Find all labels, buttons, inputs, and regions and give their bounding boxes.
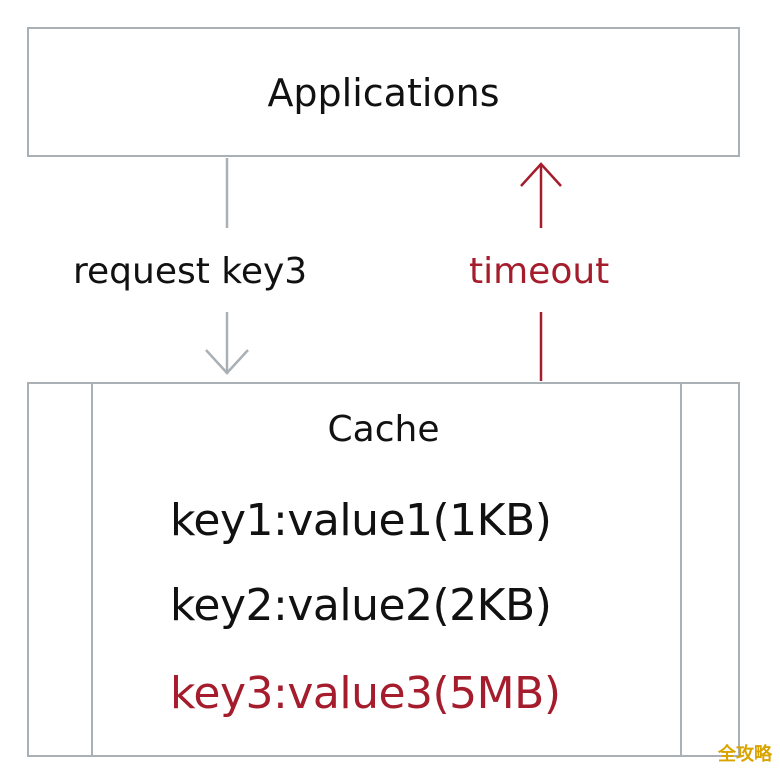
timeout-arrow-head [520,162,562,187]
applications-title: Applications [267,71,500,115]
cache-left-divider [91,384,93,755]
request-label: request key3 [73,251,308,292]
cache-entry-key2: key2:value2(2KB) [170,580,552,631]
timeout-arrow [520,162,562,381]
cache-box: Cache key1:value1(1KB) key2:value2(2KB) … [27,382,740,757]
cache-right-divider [680,384,682,755]
applications-box: Applications [27,27,740,157]
timeout-label: timeout [469,251,610,292]
watermark-logo: 全攻略 [718,744,772,765]
request-arrow [205,158,249,375]
cache-entry-key3: key3:value3(5MB) [170,668,561,719]
cache-entry-key1: key1:value1(1KB) [170,495,552,546]
request-arrow-head [205,349,249,375]
cache-title: Cache [327,409,440,450]
